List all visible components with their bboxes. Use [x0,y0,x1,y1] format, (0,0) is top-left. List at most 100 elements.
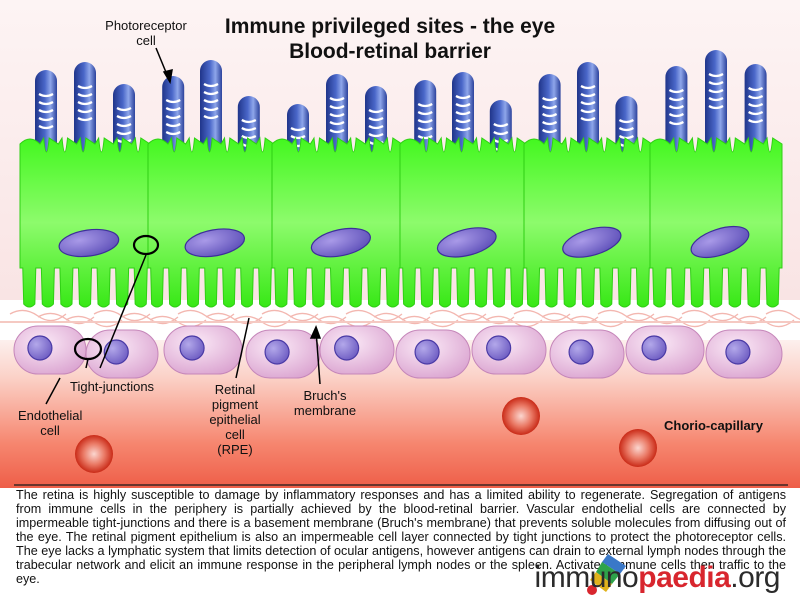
endothelial-nucleus [568,339,594,365]
rod-disc [668,121,684,126]
rod-disc [455,111,471,116]
rod-disc [290,127,306,132]
membrane-fibre [597,309,655,322]
endothelial-nucleus [725,339,751,365]
rod-disc [455,103,471,108]
rod-disc [329,129,345,134]
blood-cell [502,397,540,435]
rod-disc [542,121,558,126]
rpe-label: Retinal pigment epithelial cell (RPE) [209,382,261,457]
rod-disc [116,123,132,128]
rod-disc [542,129,558,134]
photoreceptor-label: Photoreceptor cell [105,18,187,48]
rod-disc [542,105,558,110]
logo-text-org: .org [730,561,780,594]
rpe-nucleus [690,225,750,259]
endothelial-nucleus [179,335,205,361]
rpe-cell [271,136,403,308]
endothelial-nucleus [264,339,290,365]
rod-disc [368,133,384,138]
rod-disc [203,99,219,104]
rod-disc [165,115,181,120]
tight-junctions-label: Tight-junctions [70,379,155,394]
rod-disc [203,91,219,96]
diagram-subtitle: Blood-retinal barrier [289,40,491,63]
logo-text-paedia: paedia [638,561,731,594]
endothelial-nucleus [641,335,667,361]
pointer-lines [45,47,322,405]
endothelial-nucleus [334,335,360,361]
bruchs-pointer [315,329,321,385]
rod-disc [165,131,181,136]
rod-disc [668,105,684,110]
rpe-cell [147,136,275,308]
diagram-title: Immune privileged sites - the eye [224,15,556,38]
photoreceptor-arrowhead [162,68,173,85]
membrane-fibre [681,309,739,322]
rod-disc [38,109,54,114]
rod-disc [748,111,764,116]
rod-disc [77,109,93,114]
rod-disc [241,127,257,132]
rod-disc [329,105,345,110]
membrane-fibre [345,309,403,322]
bruchs-arrowhead [309,325,322,339]
tight-junction-pointer-1 [99,254,147,369]
rod-disc [417,135,433,140]
rod-disc [618,127,634,132]
rod-disc [38,101,54,106]
rod-disc [417,103,433,108]
rod-disc [368,125,384,130]
membrane-fibre [429,309,487,322]
rod-disc [580,85,596,90]
membrane-fibre [765,309,800,320]
rod-disc [580,93,596,98]
rod-disc [329,113,345,118]
rod-disc [203,83,219,88]
rod-disc [455,119,471,124]
membrane-fibre [9,309,67,322]
rod-disc [241,119,257,124]
blood-cell [619,429,657,467]
rpe-nucleus [562,226,622,258]
rod-disc [618,135,634,140]
membrane-fibre [93,309,151,322]
rod-disc [542,97,558,102]
rod-disc [203,115,219,120]
rod-disc [708,89,724,94]
rod-disc [708,105,724,110]
rod-disc [668,113,684,118]
chorio-capillary-label: Chorio-capillary [664,418,763,433]
rpe-cell [399,136,527,308]
rod-disc [748,103,764,108]
blood-cells [75,397,657,473]
membrane-fibre [261,309,319,322]
description-paragraph: The retina is highly susceptible to dama… [16,488,786,586]
rod-disc [668,89,684,94]
rod-disc [165,107,181,112]
rod-disc [748,119,764,124]
endothelial-cell-label: Endothelial cell [18,408,83,438]
rod-disc [38,125,54,130]
rpe-nucleus [436,227,497,258]
logo-text-immuno: immuno [534,561,639,594]
rod-disc [493,131,509,136]
rod-disc [77,117,93,122]
bruchs-membrane-fibres [0,309,800,328]
rod-disc [455,127,471,132]
rod-disc [708,81,724,86]
endothelial-pointer [45,377,61,405]
rod-disc [708,97,724,102]
rpe-cell-layer [19,136,783,308]
rod-disc [580,109,596,114]
rpe-nucleus [58,228,120,258]
rod-disc [290,135,306,140]
rod-disc [748,95,764,100]
bruchs-membrane-label: Bruch's membrane [293,388,357,418]
rpe-nucleus [184,228,246,258]
rod-disc [455,95,471,100]
endothelial-nucleus [103,339,129,365]
membrane-fibre [513,309,571,322]
rod-disc [368,117,384,122]
